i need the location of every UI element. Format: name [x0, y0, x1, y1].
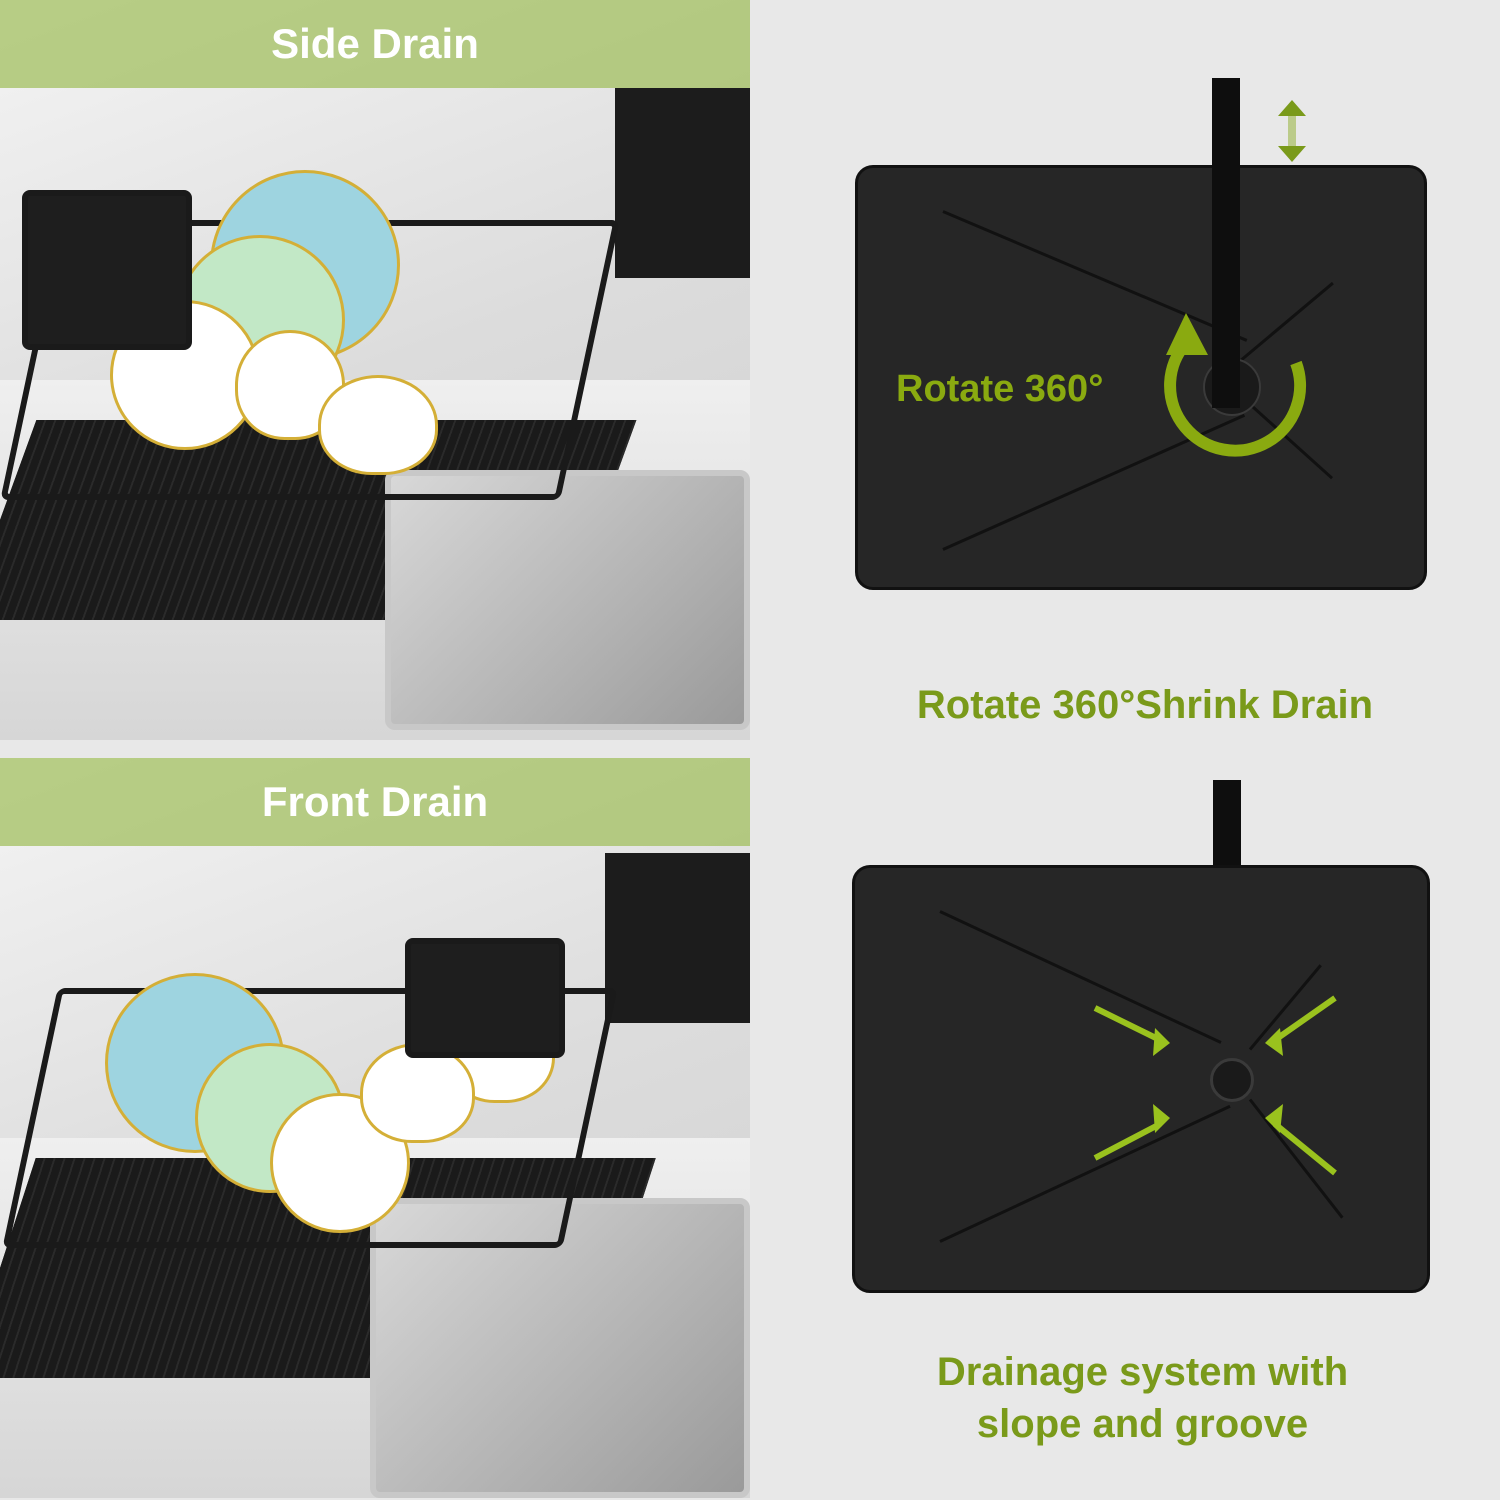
drain-spout [1213, 780, 1241, 870]
drain-hole [1210, 1058, 1254, 1102]
side-drain-banner: Side Drain [0, 0, 750, 88]
drainage-tray [852, 865, 1430, 1293]
side-drain-photo [0, 0, 750, 740]
front-drain-label: Front Drain [261, 778, 489, 825]
rotating-drain-tray: Rotate 360° [855, 165, 1427, 590]
sink [385, 470, 750, 730]
drainage-caption-line1: Drainage system with [936, 1350, 1349, 1394]
front-drain-banner: Front Drain [0, 758, 750, 846]
window-frame [605, 853, 750, 1023]
inward-arrow-icon [1093, 995, 1337, 1176]
bowl [318, 375, 438, 475]
sink [370, 1198, 750, 1498]
side-drain-label: Side Drain [271, 20, 479, 67]
rotate-overlay-label: Rotate 360° [896, 368, 1104, 410]
utensil-holder [22, 190, 192, 350]
drainage-caption: Drainage system with slope and groove [880, 1346, 1405, 1450]
rotate-caption: Rotate 360°Shrink Drain [916, 683, 1374, 727]
window-frame [615, 88, 750, 278]
front-drain-photo [0, 758, 750, 1498]
rotate-arrow-icon [1164, 313, 1306, 457]
drainage-caption-line2: slope and groove [976, 1402, 1309, 1446]
up-down-arrow-icon [1278, 100, 1306, 162]
utensil-holder [405, 938, 565, 1058]
drain-spout [1212, 78, 1240, 408]
bowl [360, 1043, 475, 1143]
